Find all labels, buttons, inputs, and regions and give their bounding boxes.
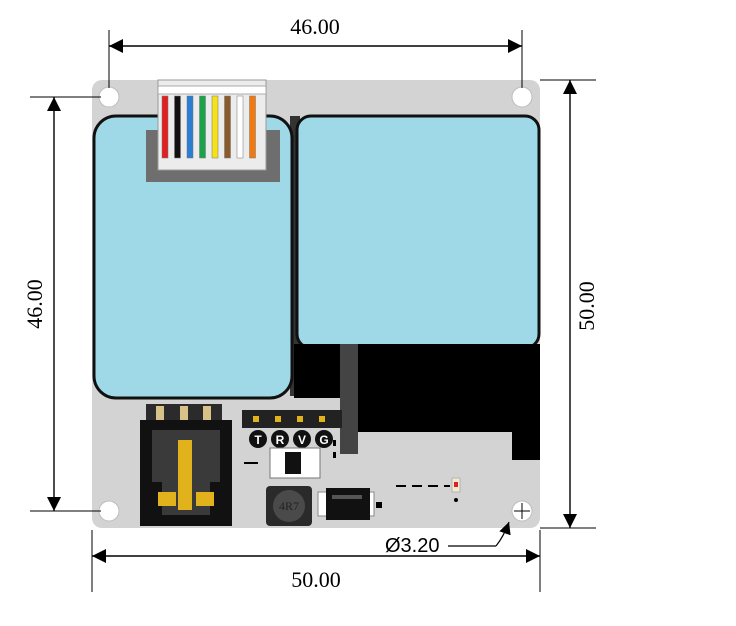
pin-label-text: V [298, 433, 306, 447]
connector-wire [236, 95, 244, 159]
connector-wire [161, 95, 169, 159]
pin-label-t: T [249, 430, 267, 448]
diode [317, 488, 382, 520]
wire-connector [146, 79, 280, 182]
hole-diameter-label: Ø3.20 [385, 535, 439, 557]
dimension-left: 46.00 [22, 96, 101, 512]
switch-component [244, 440, 336, 479]
inductor-label: 4R7 [279, 499, 299, 513]
dimension-bottom-label: 50.00 [291, 567, 341, 592]
mounting-hole-top-right [511, 86, 533, 108]
dimension-right-label: 50.00 [574, 281, 599, 331]
pin-label-text: T [254, 433, 262, 447]
pin-label-r: R [271, 430, 289, 448]
connector-wire [211, 95, 219, 159]
connector-wire [249, 95, 256, 159]
inductor: 4R7 [266, 486, 312, 526]
dimension-top-label: 46.00 [290, 14, 340, 39]
dimension-left-label: 46.00 [22, 279, 47, 329]
mounting-hole-bottom-left [98, 500, 120, 522]
mounting-hole-bottom-right [511, 500, 533, 522]
sensor-module [92, 114, 541, 460]
connector-wire [199, 95, 206, 159]
mounting-hole-top-left [98, 86, 120, 108]
connector-wire [174, 95, 181, 159]
dimension-bottom: 50.00 [91, 530, 541, 592]
led-trace [396, 477, 461, 502]
connector-wire [186, 95, 194, 159]
connector-wire [224, 95, 231, 159]
pin-label-text: R [276, 433, 285, 447]
power-connector [140, 404, 232, 526]
connector-wires [161, 95, 256, 159]
pin-label-g: G [315, 430, 333, 448]
dimension-right: 50.00 [540, 79, 599, 529]
pin-label-v: V [293, 430, 311, 448]
hole-diameter-callout: Ø3.20 [385, 521, 511, 557]
dimension-top: 46.00 [108, 14, 523, 88]
pin-label-text: G [319, 433, 328, 447]
